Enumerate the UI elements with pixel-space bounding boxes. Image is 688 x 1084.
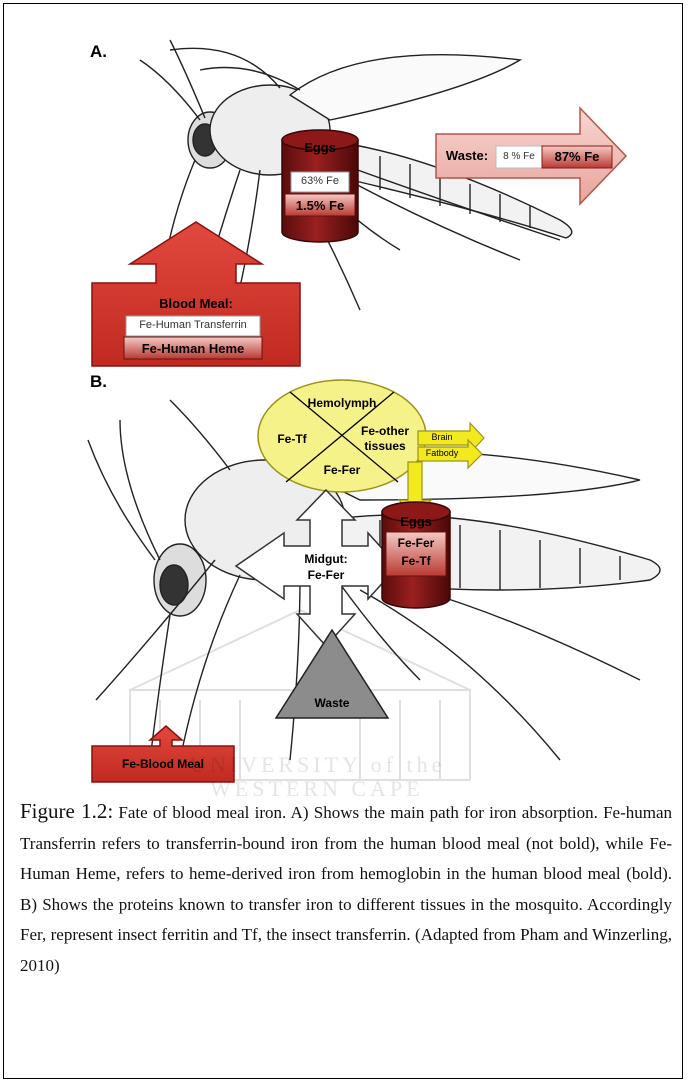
waste-b-label: Waste xyxy=(296,696,368,710)
hemolymph-title: Hemolymph xyxy=(290,396,394,410)
waste-a-value-heme: 87% Fe xyxy=(542,149,612,164)
panel-a-label: A. xyxy=(90,42,107,62)
hemolymph-fe-fer: Fe-Fer xyxy=(302,463,382,477)
waste-a-label: Waste: xyxy=(438,148,496,163)
panel-b-label: B. xyxy=(90,372,107,392)
hemolymph-fe-other: Fe-other xyxy=(352,424,418,438)
eggs-b-title: Eggs xyxy=(382,514,450,529)
eggs-a-value-transferrin: 63% Fe xyxy=(291,175,349,187)
tissue-arrows xyxy=(418,423,484,468)
watermark-line1: UNIVERSITY of the xyxy=(190,752,445,778)
eggs-a-value-heme: 1.5% Fe xyxy=(285,198,355,213)
eggs-a-title: Eggs xyxy=(282,140,358,155)
blood-meal-a-heme: Fe-Human Heme xyxy=(124,341,262,356)
eggs-b-fe-tf: Fe-Tf xyxy=(386,554,446,568)
eggs-b-fe-fer: Fe-Fer xyxy=(386,536,446,550)
midgut-label: Midgut: xyxy=(296,552,356,566)
figure-diagram xyxy=(0,0,688,790)
blood-meal-a-title: Blood Meal: xyxy=(92,296,300,311)
figure-caption: Figure 1.2: Fate of blood meal iron. A) … xyxy=(20,796,672,981)
tissue-fatbody-label: Fatbody xyxy=(420,448,464,458)
blood-meal-a-transferrin: Fe-Human Transferrin xyxy=(126,319,260,331)
waste-a-value-transferrin: 8 % Fe xyxy=(496,151,542,162)
hemolymph-tissues: tissues xyxy=(352,439,418,453)
tissue-brain-label: Brain xyxy=(420,432,464,442)
hemolymph-fe-tf: Fe-Tf xyxy=(262,432,322,446)
figure-caption-text: Fate of blood meal iron. A) Shows the ma… xyxy=(20,803,672,975)
midgut-fe-fer: Fe-Fer xyxy=(296,568,356,582)
figure-number: Figure 1.2: xyxy=(20,799,113,823)
